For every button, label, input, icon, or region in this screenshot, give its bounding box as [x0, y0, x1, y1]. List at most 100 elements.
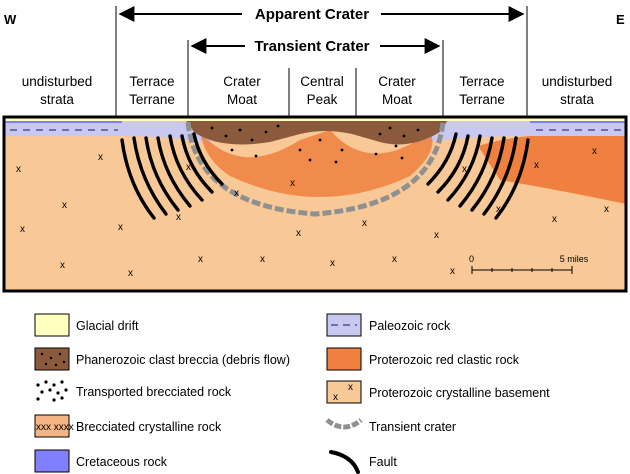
legend-item-paleozoic: Paleozoic rock	[326, 313, 451, 337]
breccia-dot	[224, 134, 228, 138]
cross-section-frame	[2, 115, 628, 293]
faults-east	[426, 132, 530, 220]
basement-x-mark: x	[604, 204, 609, 215]
basement-x-mark: x	[16, 164, 21, 175]
legend-item-fault: Fault	[329, 450, 397, 474]
cross-section: x x x x x x x x x x x x x x x x x x x x x x x x x	[4, 117, 626, 291]
breccia-dot	[308, 158, 312, 162]
transient-crater-label: Transient Crater	[254, 38, 369, 55]
legend-item-transported: Transported brecciated rock	[36, 380, 232, 402]
breccia-dot	[298, 148, 302, 152]
transient-crater-span	[187, 38, 444, 116]
breccia-dot	[388, 126, 392, 130]
apparent-crater-label: Apparent Crater	[255, 6, 369, 23]
svg-text:x: x	[333, 392, 338, 403]
legend-item-glacial-drift: Glacial drift	[34, 313, 139, 337]
basement-x-mark: x	[552, 214, 557, 225]
basement-x-mark: x	[62, 200, 67, 211]
breccia-dot	[340, 148, 344, 152]
transient-crater-outline	[185, 121, 446, 217]
breccia-dot	[374, 152, 378, 156]
debris-breccia	[186, 120, 448, 145]
legend-item-cretaceous: Cretaceous rock	[34, 449, 168, 473]
brecciated-crystalline-rock	[200, 130, 433, 197]
basement-x-mark: x	[60, 260, 65, 271]
paleozoic-east	[530, 122, 626, 136]
svg-text:Paleozoic rock: Paleozoic rock	[369, 319, 451, 333]
basement-x-mark: x	[186, 162, 191, 173]
svg-text:Transient crater: Transient crater	[369, 420, 456, 434]
legend-item-brecciated-crystalline: xxx xxxx Brecciated crystalline rock	[34, 414, 222, 438]
breccia-dot	[210, 126, 214, 130]
svg-text:Fault: Fault	[369, 455, 397, 469]
legend-item-transient-crater: Transient crater	[325, 417, 456, 434]
basement-x-mark: x	[592, 146, 597, 157]
faults-west	[120, 132, 224, 220]
basement-marks: x x x x x x x x x x x x x x x x x x x x x x x x x	[16, 146, 609, 279]
east-label: E	[616, 12, 625, 27]
legend-item-proterozoic-red: Proterozoic red clastic rock	[326, 347, 520, 371]
svg-text:Proterozoic crystalline baseme: Proterozoic crystalline basement	[369, 386, 550, 400]
breccia-dot	[378, 132, 382, 136]
svg-text:xxx xxxx: xxx xxxx	[36, 422, 74, 433]
legend-item-breccia: Phanerozoic clast breccia (debris flow)	[34, 347, 290, 371]
basement-x-mark: x	[496, 204, 501, 215]
basement-x-mark: x	[198, 254, 203, 265]
breccia-dot	[250, 138, 254, 142]
transported-breccia-dots	[210, 124, 420, 164]
basement-x-mark: x	[98, 152, 103, 163]
terrace-layers-east	[418, 122, 530, 142]
basement-x-mark: x	[330, 258, 335, 269]
svg-text:x: x	[348, 382, 353, 393]
breccia-dot	[402, 134, 406, 138]
breccia-dot	[238, 128, 242, 132]
basement-x-mark: x	[118, 222, 123, 233]
svg-text:Phanerozoic clast breccia (deb: Phanerozoic clast breccia (debris flow)	[76, 353, 290, 367]
basement-x-mark: x	[234, 188, 239, 199]
svg-text:Transported brecciated rock: Transported brecciated rock	[76, 385, 232, 399]
svg-text:Brecciated crystalline rock: Brecciated crystalline rock	[76, 420, 222, 434]
scale-bar: 0 5 miles	[469, 254, 589, 274]
proterozoic-red-clastic	[478, 136, 626, 204]
zone-dividers	[288, 68, 357, 116]
breccia-dot	[400, 156, 404, 160]
scale-start-label: 0	[469, 254, 474, 264]
west-label: W	[4, 12, 17, 27]
breccia-dot	[318, 138, 322, 142]
basement-x-mark: x	[290, 178, 295, 189]
basement-x-mark: x	[392, 254, 397, 265]
legend-item-proterozoic-basement: x x Proterozoic crystalline basement	[326, 380, 550, 404]
breccia-dot	[254, 154, 258, 158]
breccia-dot	[276, 124, 280, 128]
glacial-drift-cover	[4, 117, 626, 121]
basement-x-mark: x	[450, 266, 455, 277]
svg-text:Glacial drift: Glacial drift	[76, 319, 139, 333]
breccia-dot	[416, 128, 420, 132]
basement-x-mark: x	[362, 218, 367, 229]
basement-x-mark: x	[128, 268, 133, 279]
basement-x-mark: x	[534, 160, 539, 171]
svg-text:Proterozoic red clastic rock: Proterozoic red clastic rock	[369, 353, 520, 367]
breccia-dot	[394, 144, 398, 148]
apparent-crater-span	[115, 6, 528, 116]
basement-x-mark: x	[20, 224, 25, 235]
basement-x-mark: x	[176, 212, 181, 223]
svg-text:Cretaceous rock: Cretaceous rock	[76, 455, 168, 469]
basement-x-mark: x	[462, 164, 467, 175]
breccia-dot	[334, 160, 338, 164]
basement-x-mark: x	[260, 254, 265, 265]
basement-x-mark: x	[296, 228, 301, 239]
breccia-dot	[230, 148, 234, 152]
scale-end-label: 5 miles	[560, 254, 589, 264]
basement-x-mark: x	[434, 230, 439, 241]
legend: Glacial drift Phanerozoic clast breccia …	[34, 313, 550, 474]
